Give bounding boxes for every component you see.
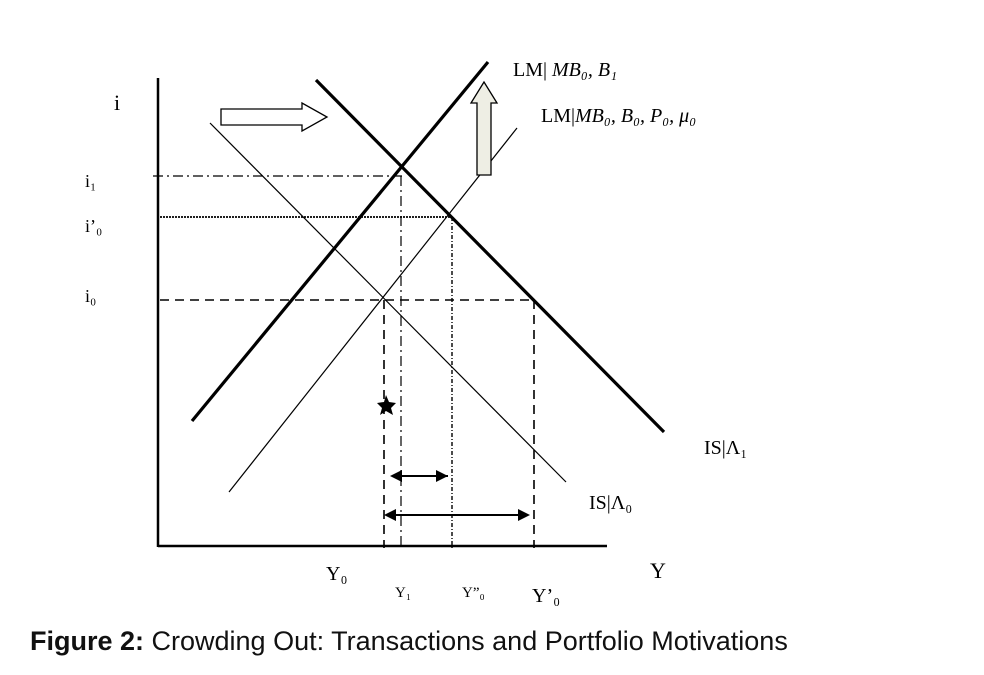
- tick-label-y1: Y₁: [395, 585, 411, 601]
- crowding-out-arrow-long: [384, 509, 530, 521]
- figure-caption: Figure 2: Crowding Out: Transactions and…: [30, 626, 788, 657]
- y-axis-label: i: [114, 90, 120, 115]
- x-axis-label: Y: [650, 558, 666, 583]
- tick-label-y-prime0: Y’₀: [532, 585, 560, 607]
- crowding-out-arrow-short: [390, 470, 448, 482]
- tick-label-y-dprime0: Y”₀: [462, 585, 485, 601]
- caption-figure-number: Figure 2:: [30, 626, 145, 656]
- label-is-lambda1: IS|Λ₁: [704, 437, 747, 459]
- is-lambda0-curve: [209, 122, 567, 483]
- lm-shift-arrow: [469, 80, 499, 176]
- lm-shifted-curve: [190, 60, 490, 423]
- tick-label-y0: Y₀: [326, 563, 347, 585]
- label-lm-base: LM|MB₀, B₀, P₀, μ₀: [541, 105, 696, 127]
- label-is-lambda0: IS|Λ₀: [589, 492, 632, 514]
- is-lambda1-curve: [314, 78, 666, 434]
- lm-base-curve: [228, 127, 518, 493]
- star-marker: [377, 395, 396, 415]
- caption-text: Crowding Out: Transactions and Portfolio…: [144, 626, 788, 656]
- tick-label-i-prime0: i’₀: [85, 216, 102, 236]
- is-shift-arrow: [220, 101, 329, 133]
- label-lm-shifted: LM| MB₀, B₁: [513, 59, 617, 81]
- tick-label-i0: i₀: [85, 286, 96, 306]
- tick-label-i1: i₁: [85, 171, 96, 191]
